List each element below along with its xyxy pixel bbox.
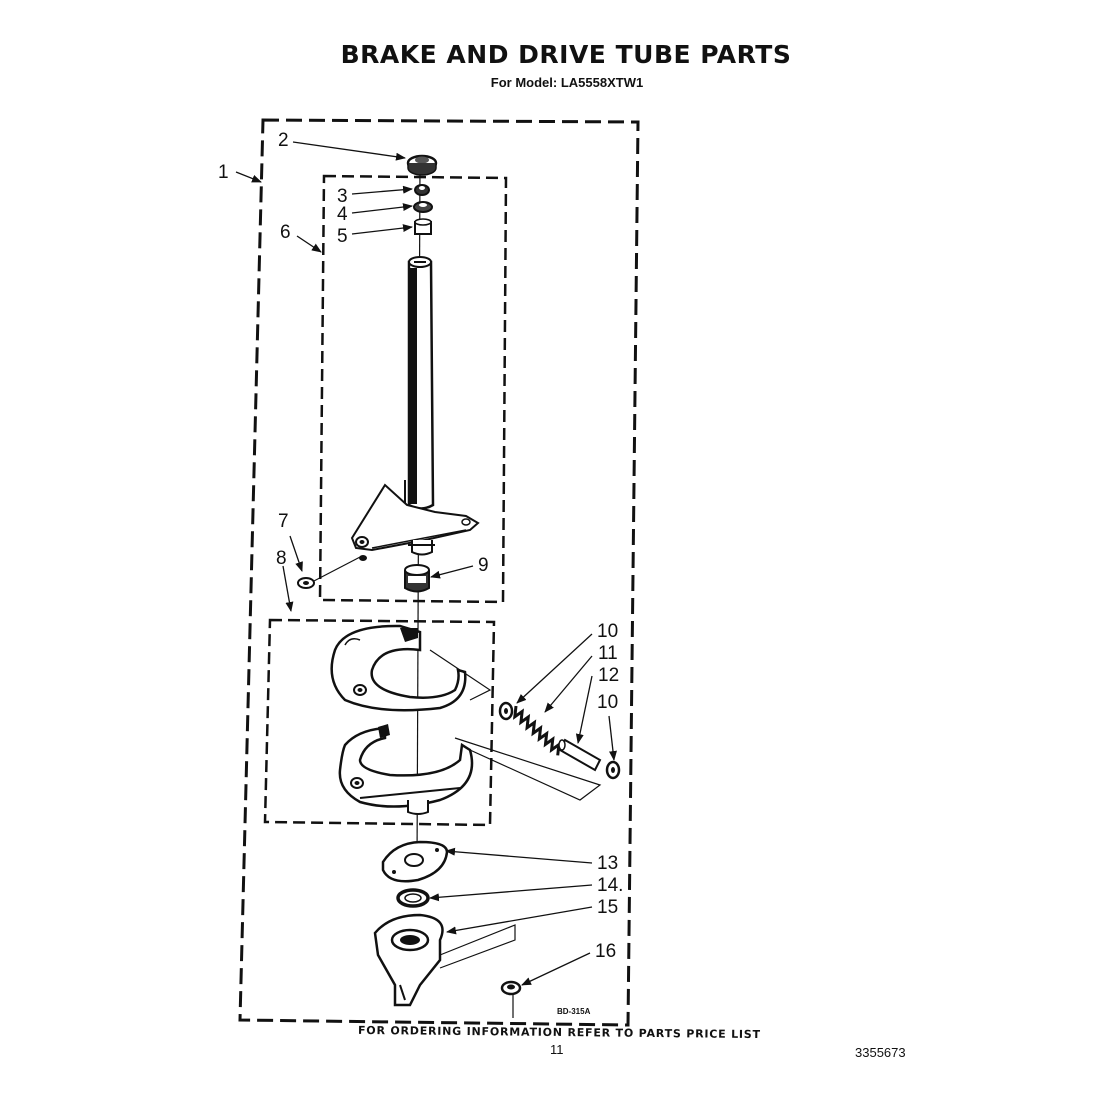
callout-label: 8 [276, 548, 287, 569]
upper-brake-shoe [330, 624, 467, 712]
part-13-plate [381, 840, 449, 883]
callout-label: 3 [337, 186, 348, 207]
part-4-washer [413, 201, 433, 213]
callout-label: 14. [597, 875, 623, 896]
part-5-bushing [414, 218, 432, 235]
drive-tube [404, 256, 435, 510]
document-number: 3355673 [855, 1045, 906, 1060]
part-11-spring [512, 705, 561, 756]
callout-label: 6 [280, 222, 291, 243]
callout-label: 12 [598, 665, 619, 686]
callout-label: 16 [595, 941, 616, 962]
callout-label: 10 [597, 621, 618, 642]
callout-label: 10 [597, 692, 618, 713]
model-subtitle: For Model: LA5558XTW1 [490, 75, 644, 90]
part-16-nut [500, 980, 522, 1018]
part-15-hub [373, 913, 516, 1007]
page-title: BRAKE AND DRIVE TUBE PARTS [340, 40, 792, 69]
brake-assembly-box [263, 618, 496, 827]
callout-label: 1 [218, 162, 229, 183]
callout-label: 9 [478, 555, 489, 576]
drive-tube-flange-plate [350, 483, 480, 556]
part-10-washer-left [498, 701, 514, 721]
part-14-ring [396, 888, 430, 908]
callout-label: 13 [597, 853, 618, 874]
part-9-collar [404, 564, 430, 593]
lower-brake-shoe [338, 724, 474, 815]
part-7-rivet [297, 555, 367, 589]
part-12-pin [558, 738, 602, 772]
page-number: 11 [550, 1042, 564, 1057]
callout-label: 7 [278, 511, 289, 532]
diagram-code: BD-315A [557, 1007, 591, 1016]
callout-label: 15 [597, 897, 618, 918]
leader-arrows [235, 141, 617, 986]
part-10-washer-right [605, 760, 621, 780]
outer-assembly-box [238, 118, 640, 1027]
callout-label: 4 [337, 204, 348, 225]
callout-label: 11 [598, 643, 618, 664]
part-3-bearing [414, 184, 430, 196]
callout-label: 5 [337, 226, 348, 247]
callout-label: 2 [278, 130, 289, 151]
part-2-seal [406, 154, 438, 176]
